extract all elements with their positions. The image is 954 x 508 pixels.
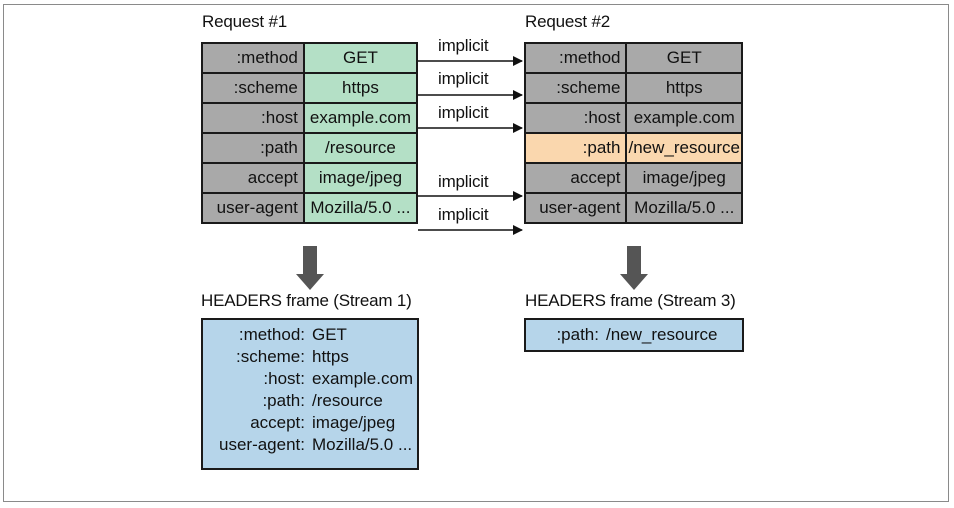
implicit-label: implicit	[438, 205, 489, 224]
frame-row: accept: image/jpeg	[203, 412, 417, 434]
frame-row: :path: /new_resource	[526, 324, 742, 346]
header-name: user-agent	[523, 192, 628, 224]
header-value: image/jpeg	[302, 162, 419, 194]
frame-value: Mozilla/5.0 ...	[312, 435, 413, 454]
headers-frame-stream3: :path: /new_resource	[524, 318, 744, 352]
header-value: example.com	[625, 102, 743, 134]
frame-row: :scheme: https	[203, 346, 417, 368]
down-arrow-icon	[620, 246, 648, 290]
header-name: :path	[523, 132, 628, 164]
header-name: :host	[201, 102, 305, 134]
frame-key: user-agent:	[219, 435, 305, 454]
frame1-title: HEADERS frame (Stream 1)	[201, 291, 412, 310]
implicit-label: implicit	[438, 172, 489, 191]
frame-value: example.com	[312, 369, 414, 388]
frame-row: :path: /resource	[203, 390, 417, 412]
frame-key: :path:	[556, 325, 599, 344]
frame-row: :host: example.com	[203, 368, 417, 390]
frame-row: user-agent: Mozilla/5.0 ...	[203, 434, 417, 456]
header-value: /resource	[302, 132, 419, 164]
header-value: GET	[302, 42, 419, 74]
request1-title: Request #1	[202, 12, 287, 31]
header-name: :scheme	[523, 72, 628, 104]
request1-row: :path/resource	[201, 132, 419, 164]
header-value: Mozilla/5.0 ...	[302, 192, 419, 224]
header-name: :host	[523, 102, 628, 134]
implicit-label: implicit	[438, 103, 489, 122]
header-value: https	[625, 72, 743, 104]
frame-key: accept:	[250, 413, 305, 432]
frame-value: image/jpeg	[312, 413, 396, 432]
frame-key: :scheme:	[236, 347, 305, 366]
frame-row: :method: GET	[203, 324, 417, 346]
request2-title: Request #2	[525, 12, 610, 31]
frame-value: /resource	[312, 391, 383, 410]
header-value: GET	[625, 42, 743, 74]
header-name: :path	[201, 132, 305, 164]
figure-frame	[3, 4, 949, 502]
frame2-title: HEADERS frame (Stream 3)	[525, 291, 736, 310]
header-name: accept	[523, 162, 628, 194]
header-value: Mozilla/5.0 ...	[625, 192, 743, 224]
down-arrow-icon	[296, 246, 324, 290]
frame-key: :host:	[263, 369, 305, 388]
header-name: accept	[201, 162, 305, 194]
headers-frame-stream1: :method: GET :scheme: https :host: example.…	[201, 318, 419, 470]
frame-value: https	[312, 347, 349, 366]
frame-key: :path:	[262, 391, 305, 410]
header-value: example.com	[302, 102, 419, 134]
frame-value: /new_resource	[606, 325, 718, 344]
frame-key: :method:	[238, 325, 305, 344]
implicit-label: implicit	[438, 36, 489, 55]
header-name: :method	[201, 42, 305, 74]
header-name: :method	[523, 42, 628, 74]
request2-row-changed: :path/new_resource	[523, 132, 743, 164]
header-value: https	[302, 72, 419, 104]
header-name: :scheme	[201, 72, 305, 104]
frame-value: GET	[312, 325, 347, 344]
header-value: /new_resource	[625, 132, 743, 164]
header-name: user-agent	[201, 192, 305, 224]
implicit-label: implicit	[438, 69, 489, 88]
header-value: image/jpeg	[625, 162, 743, 194]
